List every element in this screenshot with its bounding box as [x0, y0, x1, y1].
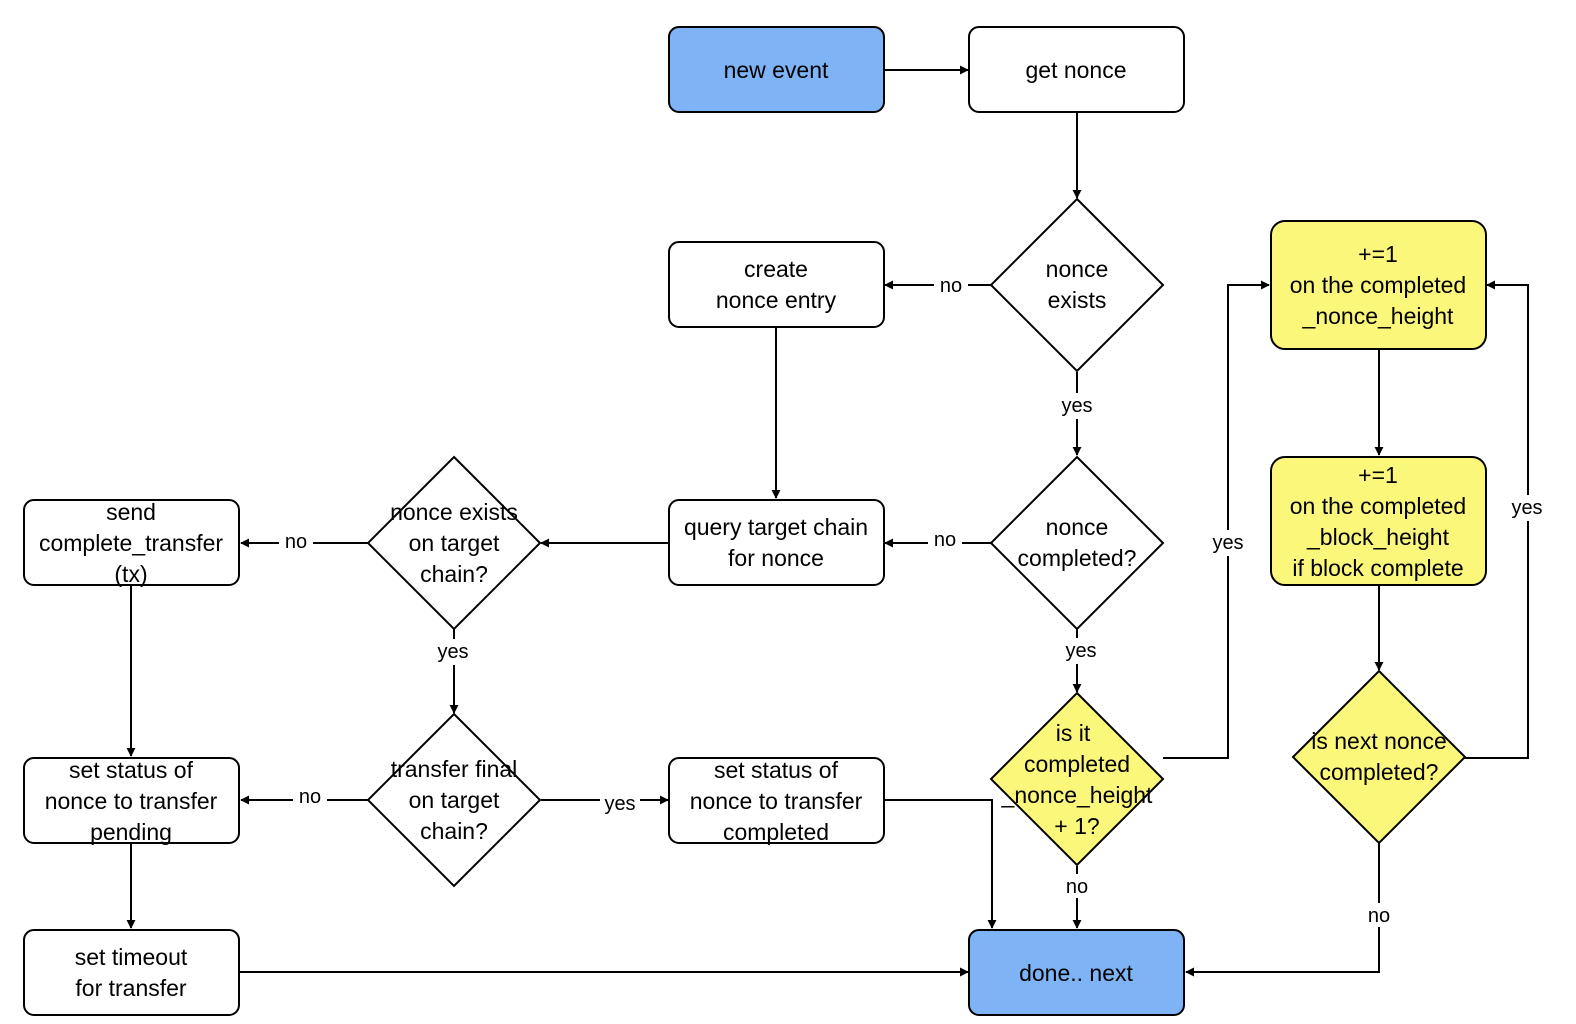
label-next-nonce-no: no: [1368, 905, 1390, 927]
label-nonce-completed-yes: yes: [1065, 640, 1096, 662]
label-transfer-final-yes: yes: [604, 793, 635, 815]
label-height-check-yes: yes: [1212, 532, 1243, 554]
label-nonce-completed-no: no: [934, 529, 956, 551]
node-nonce-completed: nonce completed?: [989, 455, 1165, 631]
node-set-status-pending: set status of nonce to transfer pending: [23, 757, 240, 845]
node-inc-nonce-height-line-3: _nonce_height: [1302, 303, 1455, 329]
node-inc-block-height-line-2: on the completed: [1290, 493, 1466, 519]
label-target-exists-no: no: [285, 531, 307, 553]
node-is-next-nonce-completed-line-1: is next nonce: [1311, 728, 1447, 754]
node-set-status-pending-line-1: set status of: [69, 757, 194, 783]
node-send-complete-transfer: send complete_transfer (tx): [23, 499, 240, 587]
node-set-status-pending-line-3: pending: [90, 819, 172, 845]
node-nonce-exists-line-2: exists: [1048, 287, 1107, 313]
node-nonce-exists-on-target-line-2: on target: [409, 530, 500, 556]
node-send-complete-transfer-line-3: (tx): [114, 561, 147, 587]
node-nonce-completed-line-2: completed?: [1018, 545, 1137, 571]
node-query-target-chain-line-1: query target chain: [684, 514, 868, 540]
label-nonce-exists-no: no: [940, 275, 962, 297]
node-set-timeout-line-1: set timeout: [75, 944, 188, 970]
node-transfer-final-line-2: on target: [409, 787, 500, 813]
node-get-nonce-line-1: get nonce: [1025, 57, 1126, 83]
node-inc-block-height-line-4: if block complete: [1292, 555, 1463, 581]
node-get-nonce: get nonce: [968, 26, 1185, 113]
node-nonce-exists-on-target: nonce exists on target chain?: [366, 455, 542, 631]
node-query-target-chain-line-2: for nonce: [728, 545, 824, 571]
node-query-target-chain: query target chain for nonce: [668, 499, 885, 586]
node-send-complete-transfer-line-1: send: [106, 499, 156, 525]
node-inc-nonce-height: +=1 on the completed _nonce_height: [1270, 220, 1487, 350]
node-set-timeout: set timeout for transfer: [23, 929, 240, 1016]
node-set-status-completed-line-2: nonce to transfer: [690, 788, 863, 814]
node-done-next-line-1: done.. next: [1019, 960, 1133, 986]
node-set-status-completed: set status of nonce to transfer complete…: [668, 757, 885, 845]
node-nonce-completed-line-1: nonce: [1046, 514, 1109, 540]
label-height-check-no: no: [1066, 876, 1088, 898]
node-nonce-exists-on-target-line-1: nonce exists: [390, 499, 518, 525]
node-set-status-completed-line-3: completed: [723, 819, 829, 845]
node-is-completed-height-line-2: completed: [1024, 751, 1130, 777]
label-nonce-exists-yes: yes: [1061, 395, 1092, 417]
node-set-status-pending-line-2: nonce to transfer: [45, 788, 218, 814]
node-is-next-nonce-completed-line-2: completed?: [1320, 759, 1439, 785]
label-next-nonce-yes: yes: [1511, 497, 1542, 519]
node-new-event-line-1: new event: [724, 57, 829, 83]
node-inc-nonce-height-line-1: +=1: [1358, 241, 1398, 267]
node-is-completed-height-plus-one: is it completed _nonce_height + 1?: [989, 691, 1165, 867]
node-nonce-exists-on-target-line-3: chain?: [420, 561, 488, 587]
node-inc-block-height-line-3: _block_height: [1306, 524, 1450, 550]
node-is-next-nonce-completed: is next nonce completed?: [1291, 669, 1467, 845]
node-is-completed-height-line-3: _nonce_height: [1001, 782, 1154, 808]
node-send-complete-transfer-line-2: complete_transfer: [39, 530, 223, 556]
node-nonce-exists: nonce exists: [989, 197, 1165, 373]
node-create-nonce-entry-line-1: create: [744, 256, 808, 282]
edge-labels: no yes no yes no yes no yes yes no yes n…: [279, 273, 1548, 927]
node-set-timeout-line-2: for transfer: [75, 975, 187, 1001]
node-inc-block-height: +=1 on the completed _block_height if bl…: [1270, 456, 1487, 586]
node-create-nonce-entry-line-2: nonce entry: [716, 287, 837, 313]
node-inc-nonce-height-line-2: on the completed: [1290, 272, 1466, 298]
edge-next-nonce-yes: [1464, 280, 1529, 759]
node-nonce-exists-line-1: nonce: [1046, 256, 1109, 282]
node-transfer-final: transfer final on target chain?: [366, 712, 542, 888]
label-target-exists-yes: yes: [437, 641, 468, 663]
nodes: new event get nonce nonce exists create …: [23, 26, 1487, 1016]
node-create-nonce-entry: create nonce entry: [668, 241, 885, 328]
edge-height-check-yes: [1163, 280, 1270, 759]
edge-completed-status-to-done: [885, 799, 997, 929]
node-inc-block-height-line-1: +=1: [1358, 462, 1398, 488]
node-new-event: new event: [668, 26, 885, 113]
node-transfer-final-line-3: chain?: [420, 818, 488, 844]
node-is-completed-height-line-4: + 1?: [1054, 813, 1099, 839]
node-done-next: done.. next: [968, 929, 1185, 1016]
label-transfer-final-no: no: [299, 786, 321, 808]
edge-next-nonce-no: [1185, 843, 1380, 977]
node-set-status-completed-line-1: set status of: [714, 757, 839, 783]
node-transfer-final-line-1: transfer final: [391, 756, 518, 782]
node-is-completed-height-line-1: is it: [1056, 720, 1091, 746]
